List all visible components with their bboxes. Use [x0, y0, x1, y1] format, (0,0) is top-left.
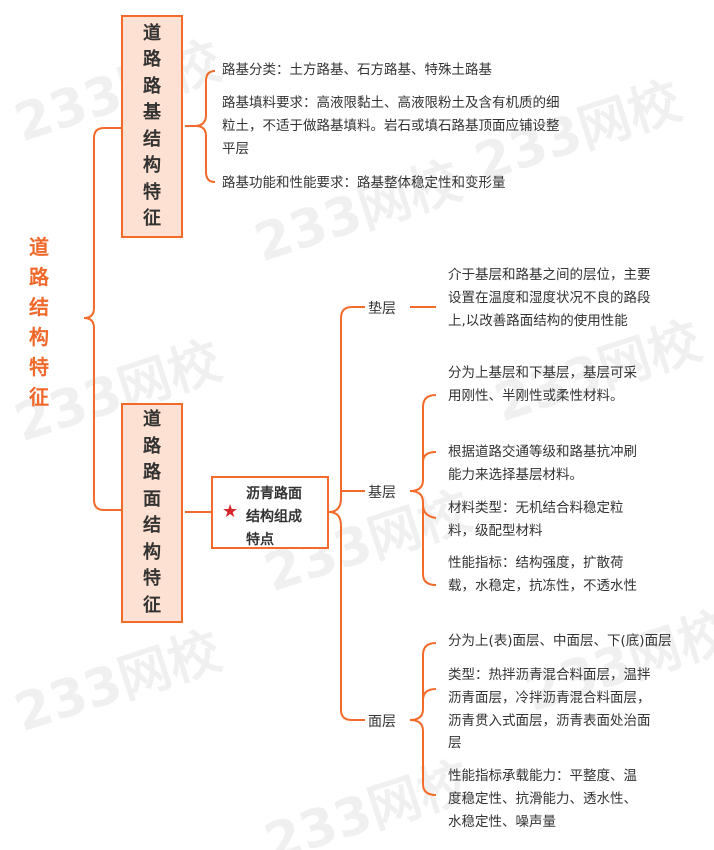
layer-label-base[interactable]: 基层 — [368, 485, 396, 501]
root-brace — [83, 127, 121, 511]
subgrade-item: 路基功能和性能要求：路基整体稳定性和变形量 — [222, 175, 506, 191]
surface-item: 分为上(表)面层、中面层、下(底)面层 — [448, 633, 672, 649]
layer-label-cushion[interactable]: 垫层 — [368, 301, 396, 317]
base-item: 材料类型：无机结合料稳定粒料，级配型材料 — [448, 500, 624, 539]
subgrade-item: 路基分类：土方路基、石方路基、特殊土路基 — [222, 62, 492, 78]
cushion-item: 介于基层和路基之间的层位，主要设置在温度和湿度状况不良的路段上,以改善路面结构的… — [448, 267, 651, 329]
surface-item: 类型：热拌沥青混合料面层，温拌沥青面层，冷拌沥青混合料面层，沥青贯入式面层，沥青… — [448, 667, 651, 752]
base-brace — [409, 394, 437, 586]
subgrade-item: 路基填料要求：高液限黏土、高液限粉土及含有机质的细粒土，不适于做路基填料。岩石或… — [222, 95, 560, 157]
subgrade-brace — [195, 70, 216, 183]
base-item: 分为上基层和下基层，基层可采用刚性、半刚性或柔性材料。 — [448, 365, 637, 404]
surface-brace — [409, 642, 437, 796]
asphalt-title: 沥青路面结构组成特点 — [246, 486, 302, 548]
base-item: 性能指标：结构强度，扩散荷载，水稳定，抗冻性，不透水性 — [448, 555, 637, 594]
subgrade-node[interactable]: 道路路基结构特征 — [121, 15, 183, 238]
pavement-node[interactable]: 道路路面结构特征 — [121, 403, 183, 623]
asphalt-node[interactable]: ★ 沥青路面结构组成特点 — [211, 476, 329, 549]
surface-item: 性能指标承载能力：平整度、温度稳定性、抗滑能力、透水性、水稳定性、噪声量 — [448, 768, 637, 830]
asphalt-brace — [328, 306, 365, 721]
subgrade-title: 道路路基结构特征 — [143, 22, 161, 230]
star-icon: ★ — [222, 501, 239, 522]
base-item: 根据道路交通等级和路基抗冲刷能力来选择基层材料。 — [448, 444, 637, 483]
layer-label-surface[interactable]: 面层 — [368, 714, 396, 730]
pavement-title: 道路路面结构特征 — [143, 409, 161, 616]
root-title: 道路结构特征 — [29, 235, 49, 409]
